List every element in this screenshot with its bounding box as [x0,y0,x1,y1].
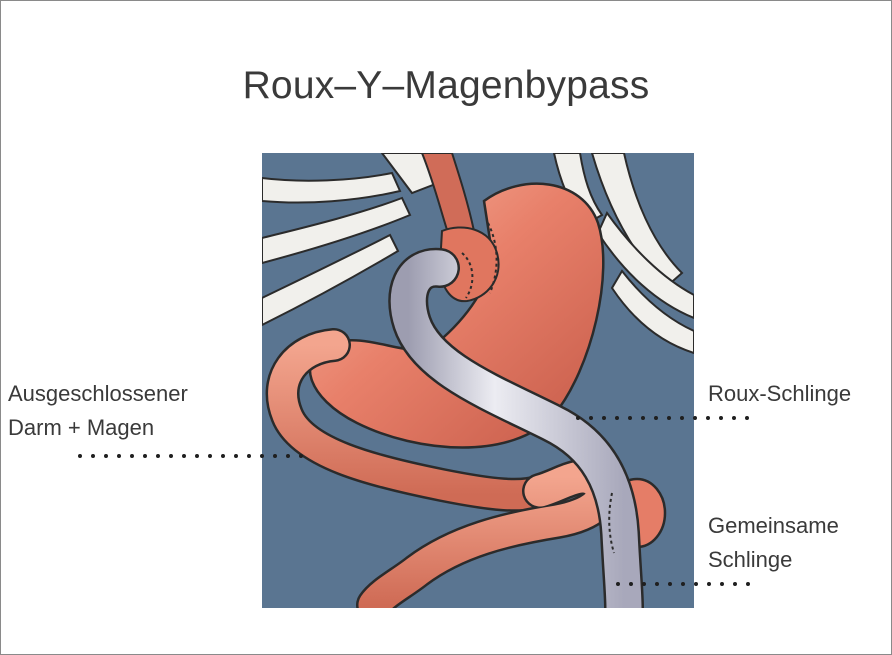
label-excluded-line2: Darm + Magen [8,413,154,443]
label-excluded-line1: Ausgeschlossener [8,379,188,409]
label-common-line2: Schlinge [708,545,792,575]
label-roux: Roux-Schlinge [708,379,851,409]
label-common-line1: Gemeinsame [708,511,839,541]
